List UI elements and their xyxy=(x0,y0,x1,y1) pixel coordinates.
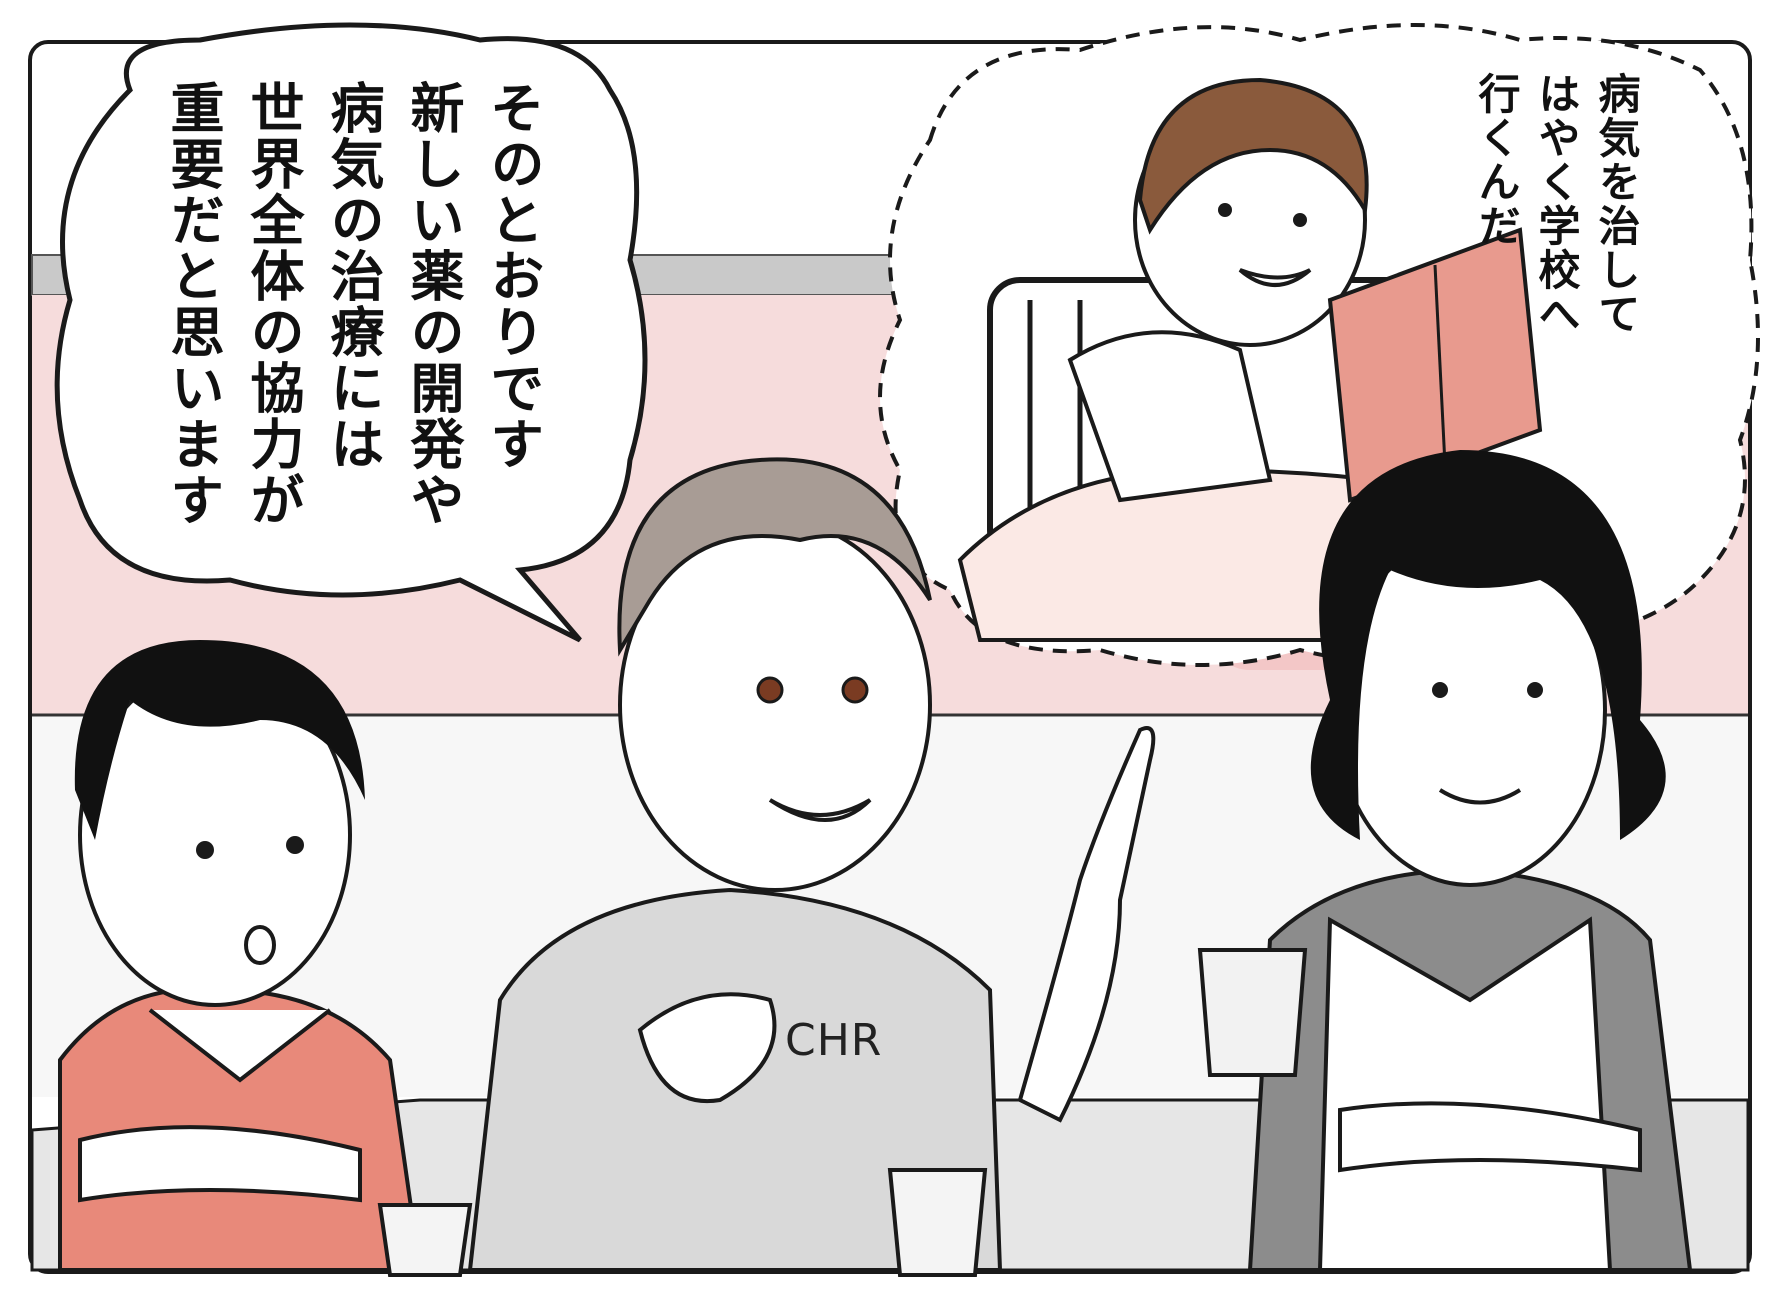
speech-line-5: 重要だと思います xyxy=(161,80,224,528)
speech-line-1: そのとおりです xyxy=(481,80,544,472)
speech-line-2: 新しい薬の開発や xyxy=(401,80,464,528)
glass-left xyxy=(377,1203,473,1277)
speech-line-3: 病気の治療には xyxy=(321,80,384,472)
thought-line-3: 行くんだ xyxy=(1472,72,1521,248)
man-center xyxy=(467,457,1156,1272)
speech-line-4: 世界全体の協力が xyxy=(241,80,304,528)
glass-center xyxy=(887,1168,988,1277)
shirt-label: CHR xyxy=(785,1015,883,1066)
thought-line-2: はやく学校へ xyxy=(1532,72,1581,336)
thought-line-1: 病気を治して xyxy=(1592,72,1641,336)
speech-bubble xyxy=(54,22,648,643)
girl-left xyxy=(58,640,423,1272)
woman-right xyxy=(1197,450,1693,1272)
